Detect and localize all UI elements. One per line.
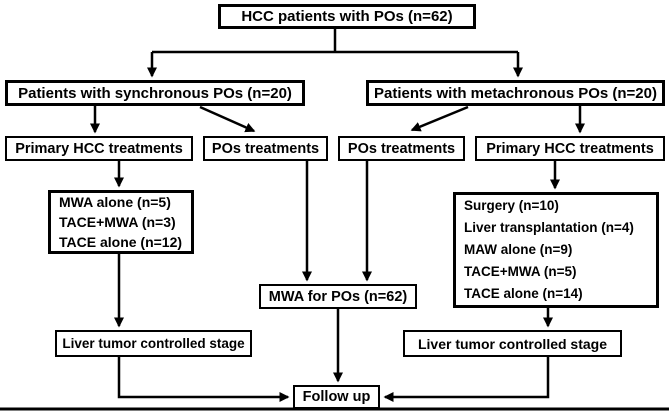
arrow-metachronous-to-pos	[410, 105, 469, 132]
node-mwa-for-pos: MWA for POs (n=62)	[259, 284, 417, 309]
node-metachronous-pos: Patients with metachronous POs (n=20)	[366, 80, 665, 106]
node-controlled-stage-left: Liver tumor controlled stage	[55, 330, 252, 357]
treatment-item: TACE+MWA (n=5)	[464, 264, 577, 279]
node-sync-pos-treatments: POs treatments	[203, 136, 328, 161]
treatment-item: Liver transplantation (n=4)	[464, 220, 634, 235]
node-label: Primary HCC treatments	[15, 140, 183, 157]
node-label: Primary HCC treatments	[486, 140, 654, 157]
node-synchronous-pos: Patients with synchronous POs (n=20)	[5, 80, 305, 106]
node-label: Patients with metachronous POs (n=20)	[374, 84, 657, 102]
node-label: MWA for POs (n=62)	[268, 288, 408, 305]
treatment-item: Surgery (n=10)	[464, 198, 559, 213]
treatment-item: MAW alone (n=9)	[464, 242, 573, 257]
arrow-synchronous-to-pos	[199, 105, 256, 133]
node-label: Patients with synchronous POs (n=20)	[18, 84, 292, 102]
node-controlled-stage-right: Liver tumor controlled stage	[403, 330, 622, 357]
node-sync-primary-treatments: Primary HCC treatments	[5, 136, 193, 161]
node-meta-treatment-list: Surgery (n=10) Liver transplantation (n=…	[453, 192, 659, 308]
treatment-item: MWA alone (n=5)	[59, 194, 171, 210]
node-sync-treatment-list: MWA alone (n=5) TACE+MWA (n=3) TACE alon…	[48, 190, 194, 254]
treatment-item: TACE alone (n=12)	[59, 234, 183, 250]
node-label: Follow up	[302, 389, 371, 405]
node-follow-up: Follow up	[293, 385, 380, 409]
node-label: Liver tumor controlled stage	[417, 335, 608, 352]
node-meta-pos-treatments: POs treatments	[338, 136, 465, 161]
connector-right-controlled-to-followup	[383, 357, 550, 402]
node-label: POs treatments	[347, 140, 456, 157]
node-label: POs treatments	[211, 140, 320, 157]
treatment-item: TACE alone (n=14)	[464, 286, 583, 301]
node-hcc-patients-root: HCC patients with POs (n=62)	[218, 4, 476, 29]
connector-left-controlled-to-followup	[117, 357, 290, 402]
node-label: HCC patients with POs (n=62)	[241, 8, 453, 25]
node-meta-primary-treatments: Primary HCC treatments	[475, 136, 665, 161]
node-label: Liver tumor controlled stage	[62, 336, 245, 351]
treatment-item: TACE+MWA (n=3)	[59, 214, 176, 230]
